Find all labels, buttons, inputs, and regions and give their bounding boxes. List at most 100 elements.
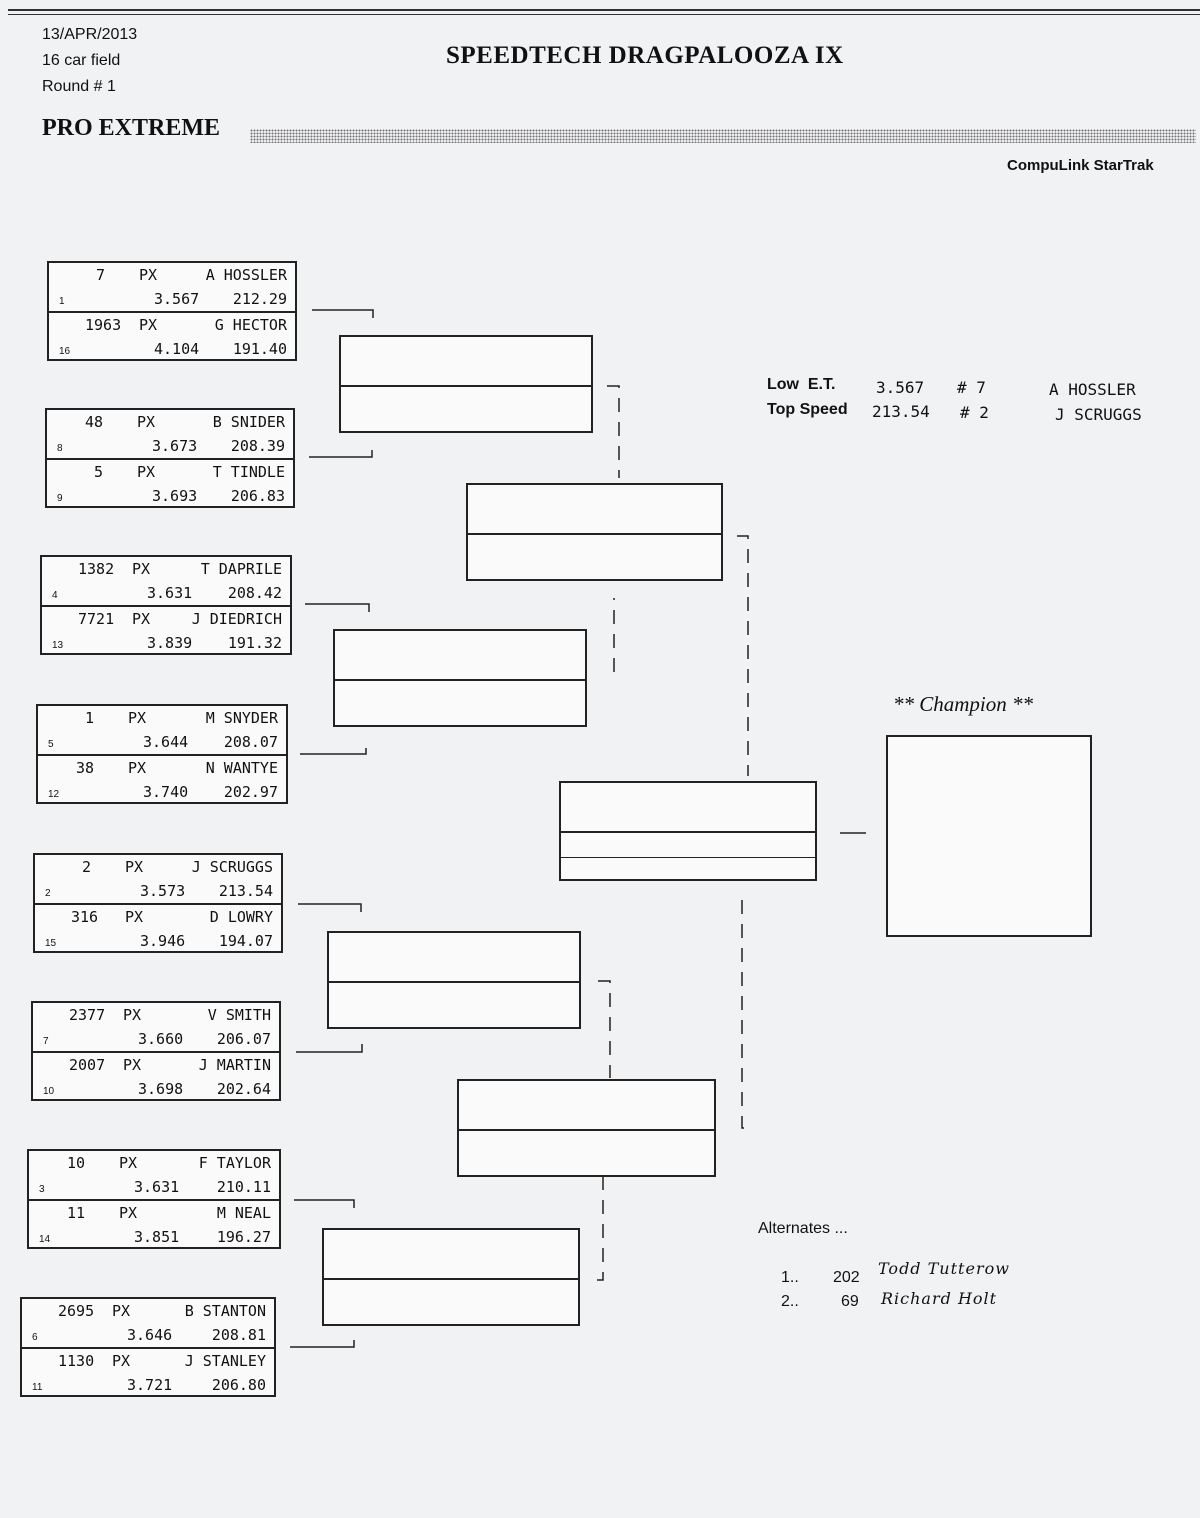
driver-name: T DAPRILE <box>200 560 282 578</box>
speed: 208.39 <box>230 437 285 455</box>
elapsed-time: 3.839 <box>147 634 193 652</box>
qualifying-seed: 15 <box>45 938 57 949</box>
class-code: PX <box>139 316 158 334</box>
driver-name: B SNIDER <box>212 413 285 431</box>
qualifying-seed: 12 <box>48 789 60 800</box>
elapsed-time: 3.673 <box>152 437 198 455</box>
elapsed-time: 3.631 <box>147 584 193 602</box>
class-code: PX <box>119 1154 138 1172</box>
car-number: 11 <box>66 1204 85 1222</box>
round2-divider <box>324 1278 578 1280</box>
alternate-2-number: 69 <box>841 1293 859 1310</box>
alternates-label: Alternates ... <box>758 1220 848 1237</box>
qualifying-seed: 11 <box>32 1382 43 1393</box>
top-speed-value: 213.54 <box>872 402 930 421</box>
low-et-label: Low E.T. <box>767 376 836 393</box>
class-code: PX <box>125 858 144 876</box>
elapsed-time: 3.644 <box>143 733 189 751</box>
class-code: PX <box>125 908 144 926</box>
driver-name: N WANTYE <box>205 759 278 777</box>
header-info: 13/APR/2013 16 car field Round # 1 <box>42 22 137 100</box>
class-code: PX <box>123 1006 142 1024</box>
lane-bottom: 1963 PX G HECTOR 16 4.104 191.40 <box>49 311 295 359</box>
speed: 212.29 <box>232 290 287 308</box>
speed: 194.07 <box>218 932 273 950</box>
top-speed-label: Top Speed <box>767 401 848 418</box>
car-number: 48 <box>84 413 103 431</box>
driver-name: J STANLEY <box>184 1352 266 1370</box>
round-number: Round # 1 <box>42 78 116 95</box>
speed: 196.27 <box>216 1228 271 1246</box>
driver-name: M NEAL <box>216 1204 271 1222</box>
car-number: 2377 <box>69 1006 106 1024</box>
low-et-driver: A HOSSLER <box>1049 380 1136 399</box>
elapsed-time: 3.567 <box>154 290 200 308</box>
class-code: PX <box>119 1204 138 1222</box>
lane-bottom: 1130 PX J STANLEY 11 3.721 206.80 <box>22 1347 274 1395</box>
qualifying-seed: 3 <box>39 1184 45 1195</box>
speed: 208.07 <box>223 733 278 751</box>
elapsed-time: 3.946 <box>140 932 186 950</box>
qualifying-seed: 7 <box>43 1036 49 1047</box>
final-divider <box>561 831 815 833</box>
speed: 191.40 <box>232 340 287 358</box>
class-code: PX <box>128 759 147 777</box>
class-code: PX <box>139 266 158 284</box>
lane-bottom: 2007 PX J MARTIN 10 3.698 202.64 <box>33 1051 279 1099</box>
field-size: 16 car field <box>42 52 121 69</box>
round2-divider <box>329 981 579 983</box>
alternate-1-name: Todd Tutterow <box>878 1259 1010 1278</box>
semifinal-box-2 <box>457 1079 716 1177</box>
class-code: PX <box>112 1302 131 1320</box>
speed: 202.97 <box>223 783 278 801</box>
class-code: PX <box>132 560 151 578</box>
alternate-2-position: 2.. <box>781 1293 799 1310</box>
pair-8: 2695 PX B STANTON 6 3.646 208.81 1130 PX… <box>20 1297 276 1397</box>
top-speed-car: # 2 <box>960 403 989 422</box>
elapsed-time: 3.660 <box>138 1030 184 1048</box>
lane-bottom: 7721 PX J DIEDRICH 13 3.839 191.32 <box>42 605 290 653</box>
speed: 206.80 <box>211 1376 266 1394</box>
class-code: PX <box>128 709 147 727</box>
pair-6: 2377 PX V SMITH 7 3.660 206.07 2007 PX J… <box>31 1001 281 1101</box>
pair-4: 1 PX M SNYDER 5 3.644 208.07 38 PX N WAN… <box>36 704 288 804</box>
final-box <box>559 781 817 881</box>
driver-name: B STANTON <box>184 1302 266 1320</box>
event-date: 13/APR/2013 <box>42 26 138 43</box>
driver-name: F TAYLOR <box>198 1154 271 1172</box>
speed: 210.11 <box>216 1178 271 1196</box>
speed: 206.07 <box>216 1030 271 1048</box>
final-divider-2 <box>561 857 815 858</box>
round2-box-2 <box>333 629 587 727</box>
alternate-2-name: Richard Holt <box>881 1289 998 1308</box>
pair-3: 1382 PX T DAPRILE 4 3.631 208.42 7721 PX… <box>40 555 292 655</box>
pair-1: 7 PX A HOSSLER 1 3.567 212.29 1963 PX G … <box>47 261 297 361</box>
class-code: PX <box>112 1352 131 1370</box>
lane-top: 48 PX B SNIDER 8 3.673 208.39 <box>47 410 293 458</box>
class-title-rule <box>250 129 1196 143</box>
lane-top: 10 PX F TAYLOR 3 3.631 210.11 <box>29 1151 279 1199</box>
speed: 202.64 <box>216 1080 271 1098</box>
driver-name: T TINDLE <box>212 463 285 481</box>
alternate-1-number: 202 <box>833 1269 860 1286</box>
driver-name: A HOSSLER <box>205 266 287 284</box>
class-title: PRO EXTREME <box>42 115 221 141</box>
elapsed-time: 3.721 <box>127 1376 173 1394</box>
qualifying-seed: 13 <box>52 640 64 651</box>
qualifying-seed: 1 <box>59 296 65 307</box>
pair-7: 10 PX F TAYLOR 3 3.631 210.11 11 PX M NE… <box>27 1149 281 1249</box>
car-number: 1130 <box>58 1352 95 1370</box>
semifinal-box-1 <box>466 483 723 581</box>
qualifying-seed: 10 <box>43 1086 55 1097</box>
class-code: PX <box>132 610 151 628</box>
driver-name: G HECTOR <box>214 316 287 334</box>
qualifying-seed: 14 <box>39 1234 51 1245</box>
car-number: 7721 <box>78 610 115 628</box>
qualifying-seed: 2 <box>45 888 51 899</box>
car-number: 10 <box>66 1154 85 1172</box>
champion-label: ** Champion ** <box>893 692 1034 716</box>
speed: 208.81 <box>211 1326 266 1344</box>
speed: 206.83 <box>230 487 285 505</box>
speed: 213.54 <box>218 882 273 900</box>
